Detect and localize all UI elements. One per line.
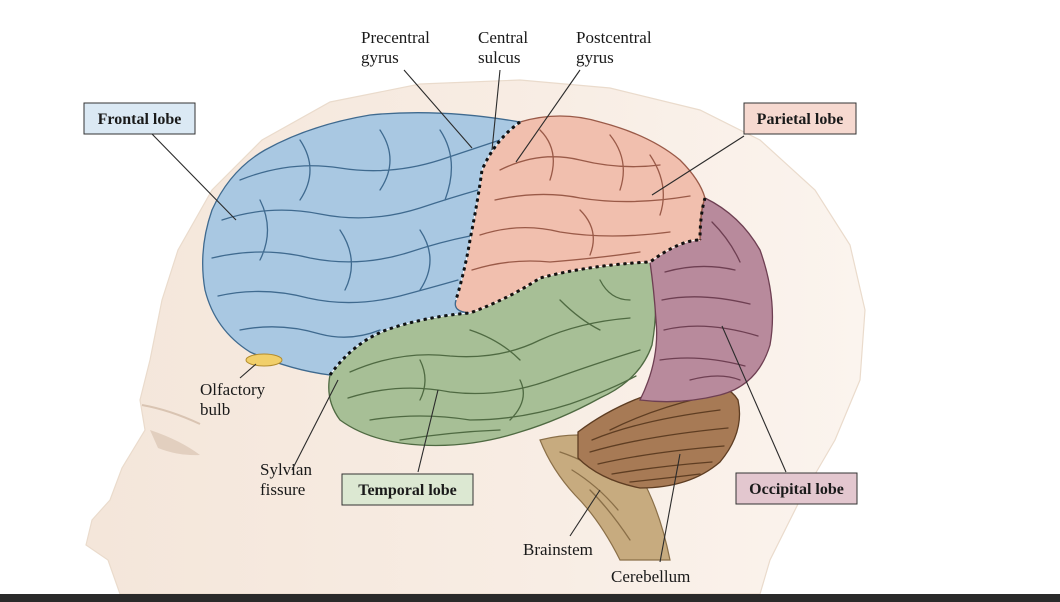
eye-shading [150,430,200,456]
central-sulcus-line-white [455,121,521,301]
frontal-lobe-text: Frontal lobe [98,111,182,128]
cerebellum-folia [589,397,729,483]
occipital-lobe-text: Occipital lobe [749,481,844,498]
parietal-lobe-box [743,102,857,135]
precentral-gyrus-label-line2: gyrus [361,48,399,67]
brainstem-label: Brainstem [523,540,593,559]
temporal-lobe-text: Temporal lobe [358,482,457,499]
temporal-lobe-box [341,473,474,506]
cerebellum-label: Cerebellum [611,567,690,586]
temporal-gyri [347,279,641,441]
leader-frontal [151,133,237,221]
leader-temporal [417,389,439,473]
frontal-lobe-label: Frontal lobe [83,102,196,135]
leader-parietal [651,135,745,196]
leader-occipital [721,325,787,473]
occipital-lobe-box [735,472,858,505]
frontal-gyri [211,129,501,338]
leader-olfactory [239,363,257,379]
occipital-lobe-label: Occipital lobe [735,472,858,505]
central-sulcus-line [454,120,521,301]
olfactory-bulb-label-line2: bulb [200,400,230,419]
sylvian-fissure-line [328,238,701,376]
precentral-gyrus-label-line1: Precentral [361,28,430,47]
temporal-lobe-label: Temporal lobe [341,473,474,506]
frontal-lobe-box [83,102,196,135]
leader-postcentral [515,69,581,163]
parietal-lobe-label: Parietal lobe [743,102,857,135]
leader-brainstem [569,489,601,537]
leader-sylvian [291,379,339,471]
sylvian-fissure-label-line2: fissure [260,480,305,499]
olfactory-bulb-label-line1: Olfactory [200,380,266,399]
brow-line [141,404,201,425]
leader-precentral [403,69,473,149]
occipital-gyri [659,221,759,381]
sylvian-fissure-line-white [329,239,701,376]
leader-cerebellum [659,453,681,563]
central-sulcus-label-line2: sulcus [478,48,521,67]
central-sulcus-label-line1: Central [478,28,528,47]
postcentral-gyrus-label-line1: Postcentral [576,28,652,47]
leader-central [491,69,501,151]
parietal-gyri [471,129,691,271]
bottom-bar [0,594,1060,602]
postcentral-gyrus-label-line2: gyrus [576,48,614,67]
olfactory-bulb [245,353,283,367]
parietal-lobe-text: Parietal lobe [757,111,844,128]
sylvian-fissure-label-line1: Sylvian [260,460,312,479]
